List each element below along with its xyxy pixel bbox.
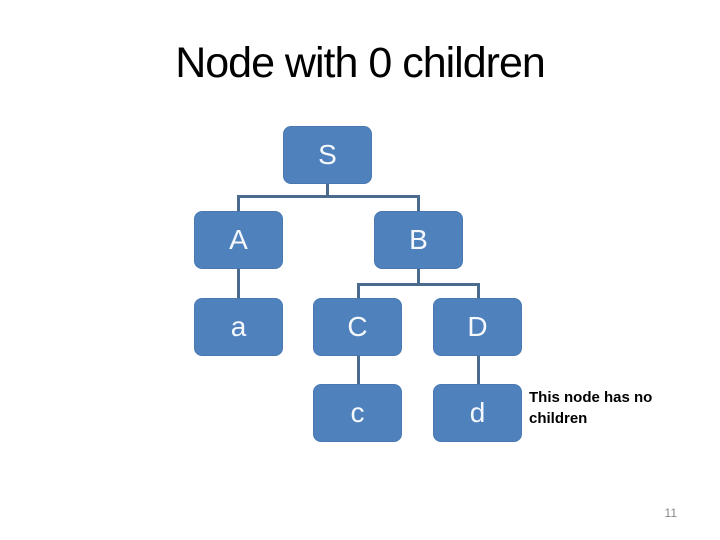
connector-drop-to-D bbox=[477, 283, 480, 299]
connector-S-children-bus bbox=[237, 195, 420, 198]
tree-node-a-label: a bbox=[230, 311, 247, 342]
tree-node-B-label: B bbox=[409, 224, 428, 255]
connector-A-to-a bbox=[237, 268, 240, 299]
page-number: 11 bbox=[664, 506, 677, 520]
tree-node-C-label: C bbox=[347, 311, 368, 342]
slide-title: Node with 0 children bbox=[175, 39, 546, 87]
tree-node-C: C bbox=[313, 298, 402, 356]
connector-D-to-d bbox=[477, 355, 480, 385]
tree-node-D: D bbox=[433, 298, 522, 356]
tree-node-S-label: S bbox=[318, 139, 337, 170]
tree-node-c-label: c bbox=[350, 397, 365, 428]
connector-drop-to-B bbox=[417, 195, 420, 212]
connector-B-stub bbox=[417, 268, 420, 284]
tree-node-d: d bbox=[433, 384, 522, 442]
connector-drop-to-A bbox=[237, 195, 240, 212]
tree-node-B: B bbox=[374, 211, 463, 269]
connector-C-to-c bbox=[357, 355, 360, 385]
connector-drop-to-C bbox=[357, 283, 360, 299]
tree-node-a: a bbox=[194, 298, 283, 356]
connector-S-stub bbox=[326, 183, 329, 198]
connector-B-children-bus bbox=[357, 283, 480, 286]
tree-node-A-label: A bbox=[229, 224, 248, 255]
tree-node-S: S bbox=[283, 126, 372, 184]
tree-node-d-label: d bbox=[469, 397, 486, 428]
tree-node-A: A bbox=[194, 211, 283, 269]
tree-node-c: c bbox=[313, 384, 402, 442]
annotation-no-children: This node has no children bbox=[529, 389, 653, 427]
tree-node-D-label: D bbox=[467, 311, 488, 342]
